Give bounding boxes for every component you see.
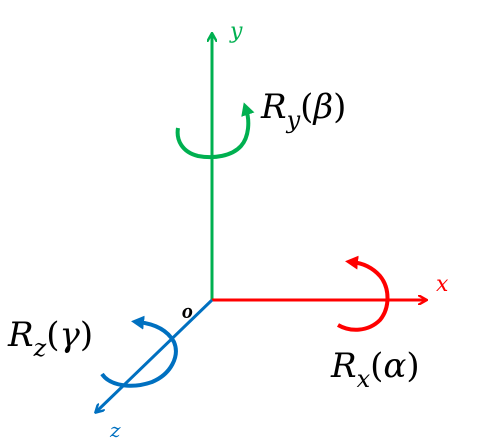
rotation-y-icon [175, 102, 255, 160]
rotation-x-subscript: x [357, 365, 371, 393]
y-axis-label: y [229, 19, 243, 44]
rotation-x-open-paren: ( [370, 346, 383, 386]
rotation-z-name: R [7, 315, 34, 355]
rotation-y-label: Ry(β) [260, 87, 346, 134]
x-axis-label: x [436, 272, 449, 297]
rotation-z-angle: γ [60, 315, 81, 355]
rotation-x-icon [336, 255, 390, 332]
rotation-y-angle: β [311, 87, 333, 127]
rotation-z-close-paren: ) [80, 315, 93, 355]
rotation-x-name: R [330, 346, 357, 386]
rotation-z-subscript: z [33, 334, 47, 362]
rotation-x-angle: α [383, 346, 406, 386]
rotation-x-close-paren: ) [406, 346, 419, 386]
rotation-y-open-paren: ( [300, 87, 313, 127]
rotation-z-icon [100, 315, 178, 388]
rotation-y-name: R [260, 87, 287, 127]
origin-label: o [182, 298, 193, 323]
rotation-y-subscript: y [286, 106, 301, 134]
rotation-x-label: Rx(α) [330, 346, 420, 393]
z-axis-label: z [109, 418, 121, 442]
rotation-z-open-paren: ( [46, 315, 59, 355]
rotation-y-close-paren: ) [333, 87, 346, 127]
rotation-z-label: Rz(γ) [7, 315, 93, 362]
z-axis-line [96, 298, 214, 412]
